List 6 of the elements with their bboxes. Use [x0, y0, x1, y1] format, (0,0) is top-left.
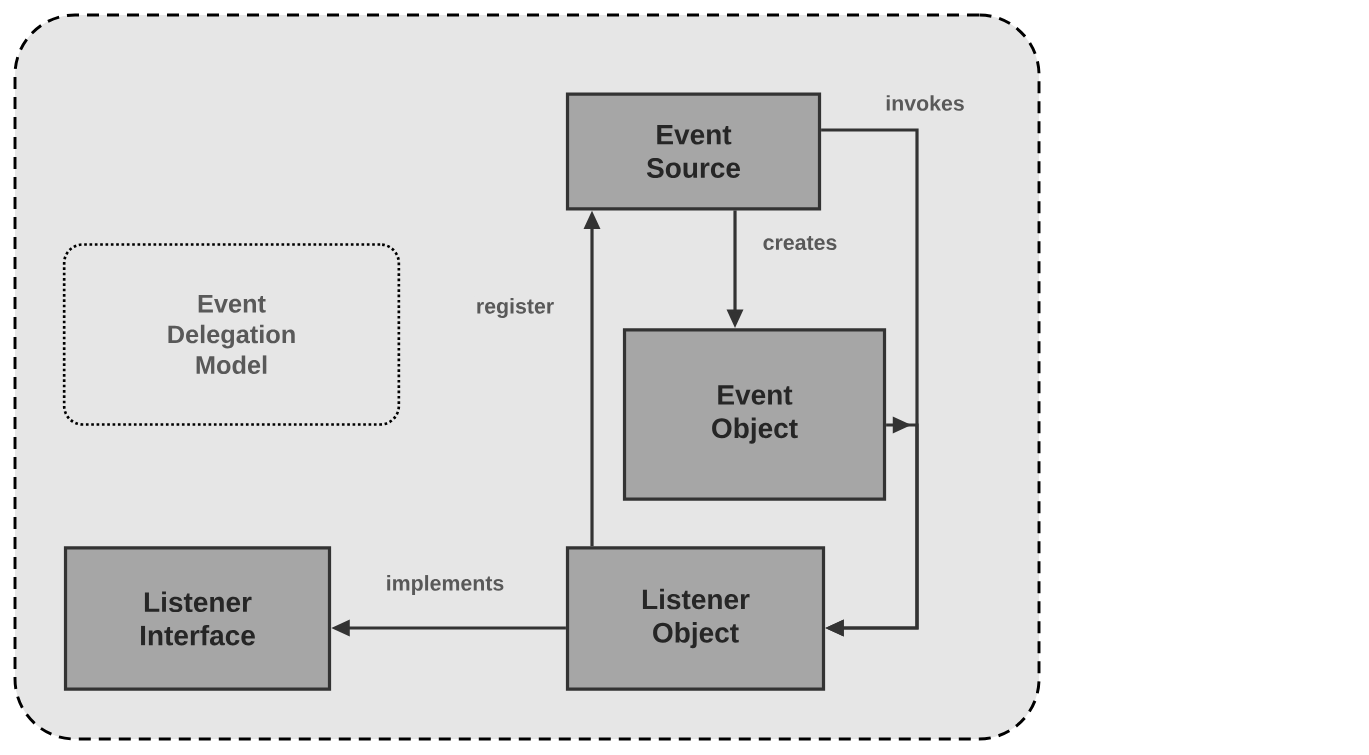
component-box: Listener Interface: [63, 546, 332, 691]
component-box: Event Source: [565, 92, 822, 211]
edge-label: implements: [384, 573, 506, 597]
component-box: Event Object: [622, 328, 887, 501]
component-box: Listener Object: [565, 546, 826, 691]
title-box: Event Delegation Model: [62, 243, 401, 426]
